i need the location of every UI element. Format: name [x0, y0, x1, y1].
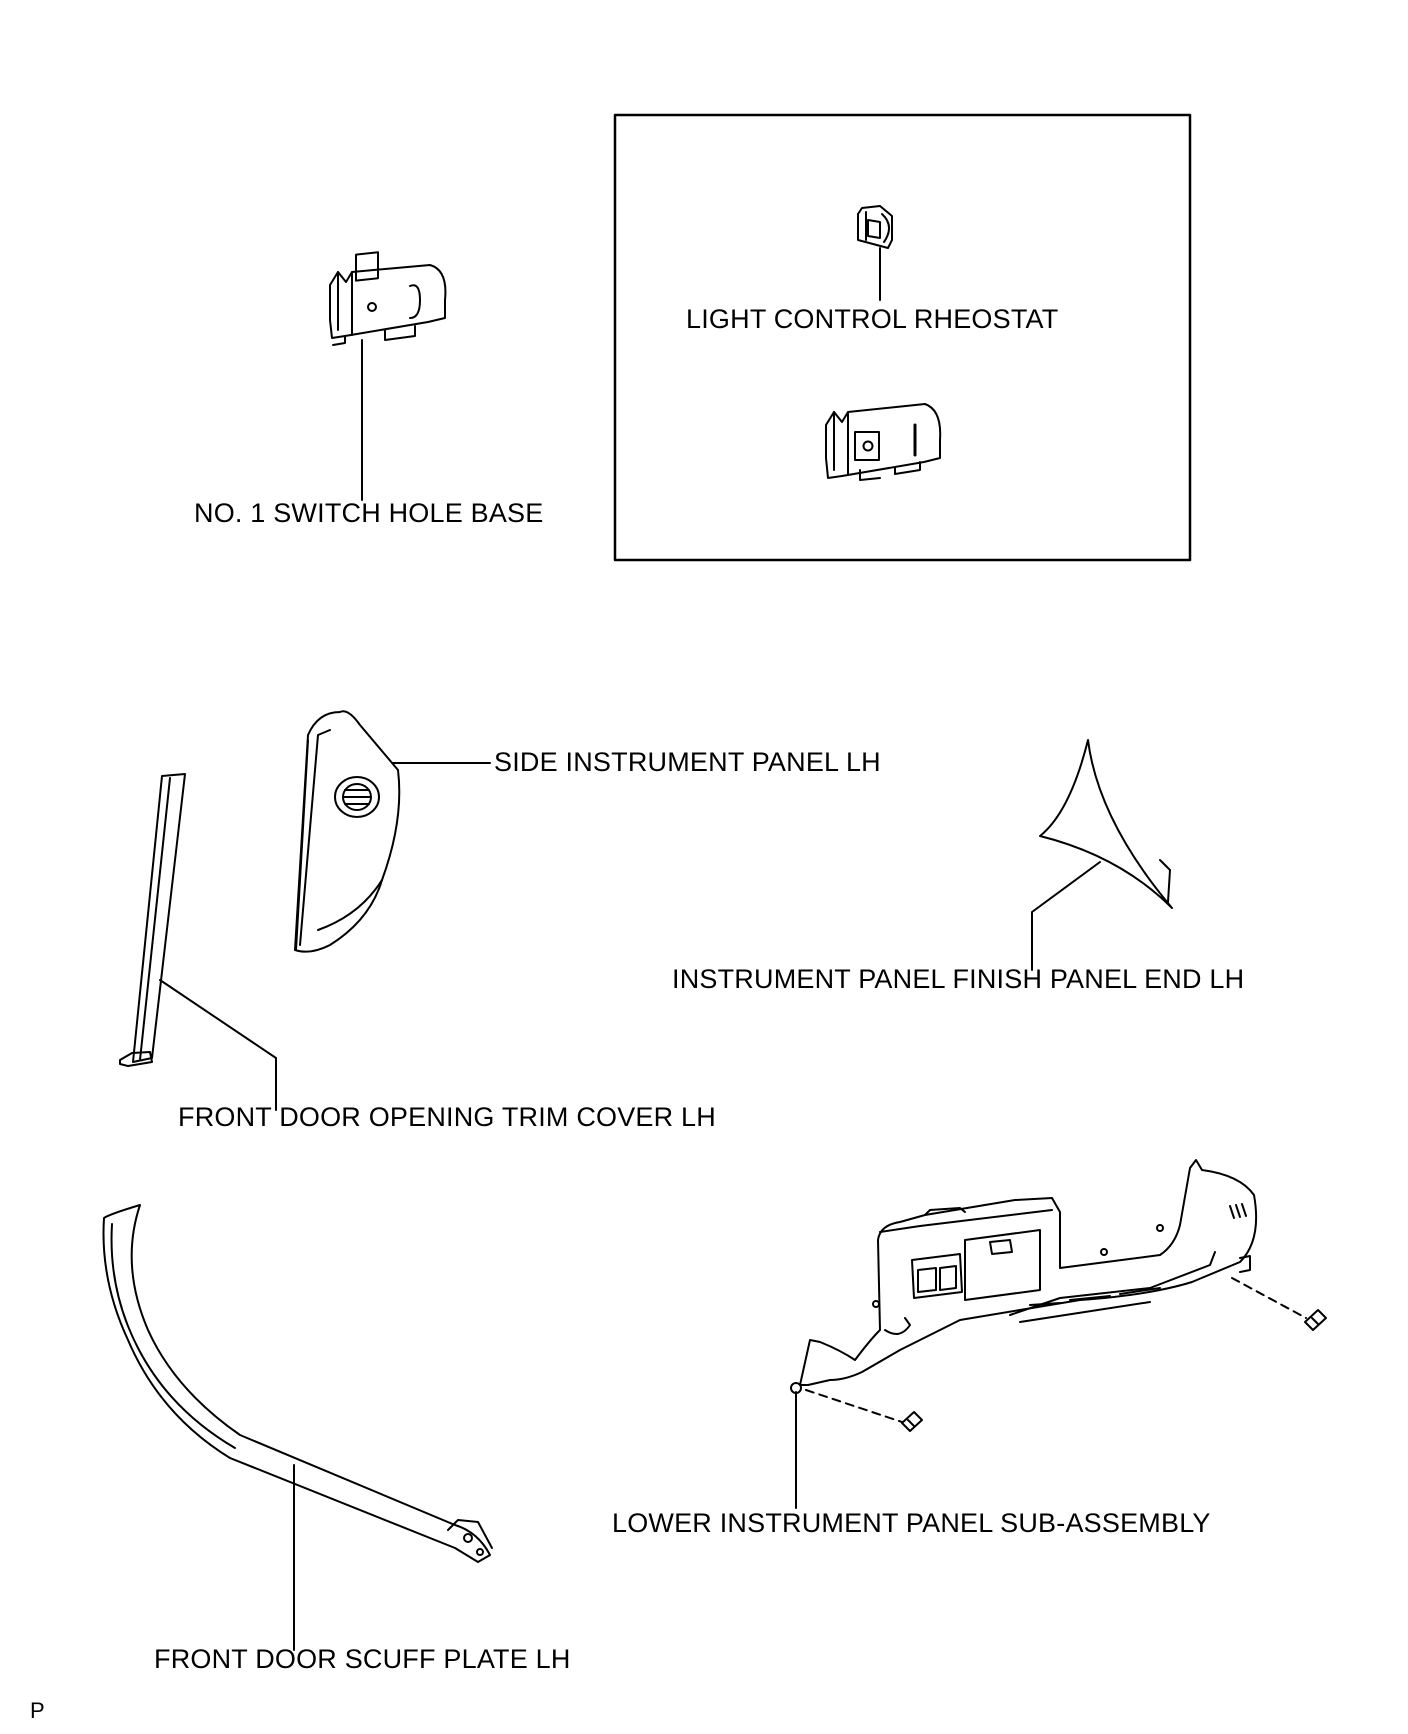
label-trim-cover: FRONT DOOR OPENING TRIM COVER LH: [178, 1102, 716, 1132]
label-finish-panel-end: INSTRUMENT PANEL FINISH PANEL END LH: [672, 964, 1245, 994]
screw-right: [1304, 1309, 1327, 1331]
screw-left-dashed: [805, 1389, 903, 1423]
inset-frame: [613, 113, 1192, 562]
corner-mark: P: [30, 1698, 45, 1723]
scuff-plate-part: [102, 1204, 493, 1563]
label-switch-hole-base: NO. 1 SWITCH HOLE BASE: [194, 498, 544, 528]
finish-panel-end-part: [1039, 739, 1173, 909]
trim-cover-part: [119, 773, 186, 1067]
trim-cover-leader: [159, 979, 277, 1111]
light-control-rheostat-part: [857, 205, 893, 249]
inset-switch-base-part: [825, 403, 942, 481]
lower-instrument-panel-part: [790, 1159, 1258, 1394]
finish-panel-leader: [1031, 861, 1101, 971]
label-light-control-rheostat: LIGHT CONTROL RHEOSTAT: [686, 304, 1059, 334]
screw-right-dashed: [1231, 1277, 1307, 1319]
label-lower-instrument-panel: LOWER INSTRUMENT PANEL SUB-ASSEMBLY: [612, 1508, 1211, 1538]
label-side-instrument-panel: SIDE INSTRUMENT PANEL LH: [494, 747, 881, 777]
switch-hole-base-part: [329, 251, 447, 346]
label-scuff-plate: FRONT DOOR SCUFF PLATE LH: [154, 1644, 571, 1674]
side-instrument-panel-part: [294, 710, 401, 953]
screw-left: [901, 1411, 923, 1432]
